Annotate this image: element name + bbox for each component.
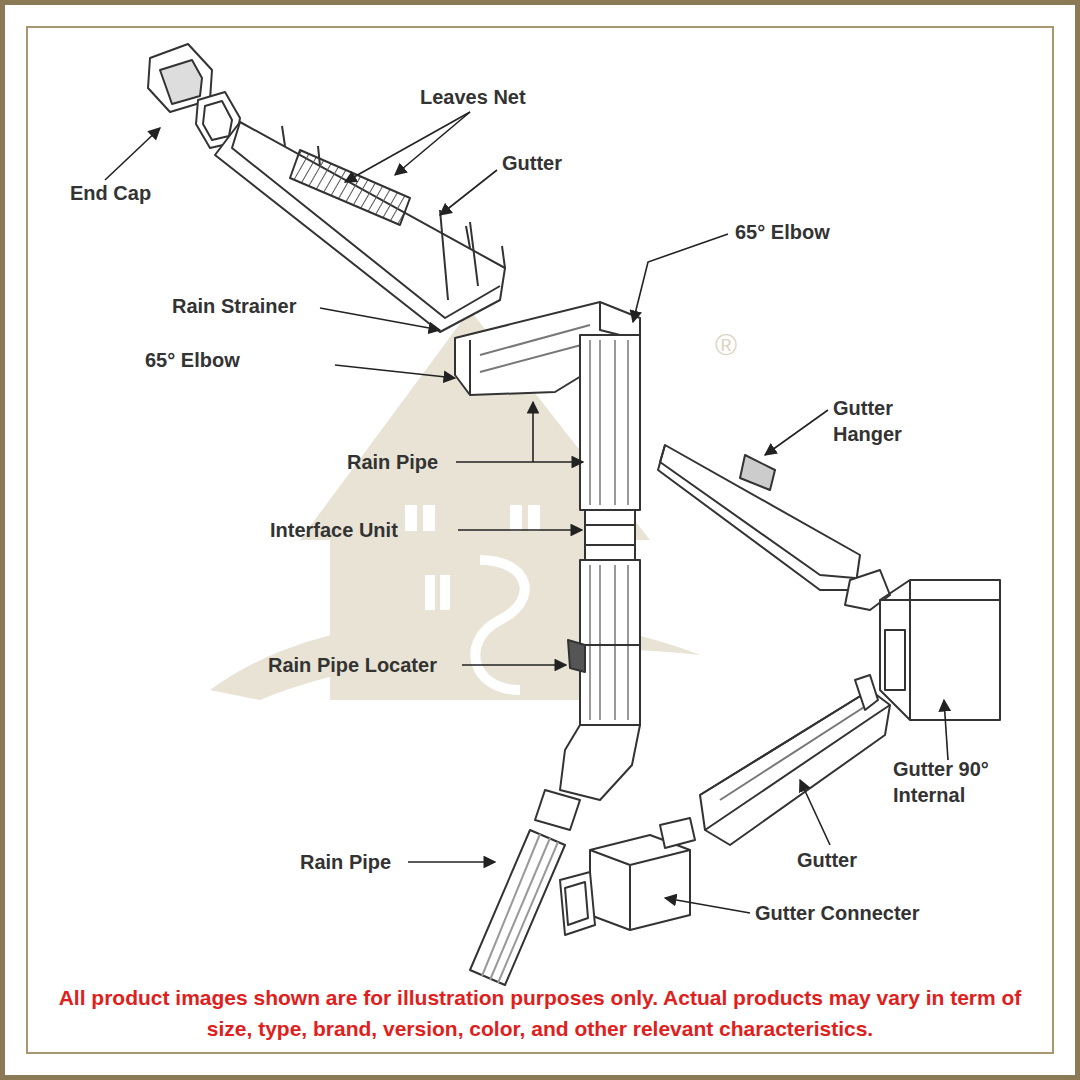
part-label: Rain Strainer [172,293,296,319]
part-label: Gutter 90° Internal [893,756,1043,808]
gutter-parts [148,44,1000,985]
part-label: Interface Unit [270,517,398,543]
disclaimer-note: All product images shown are for illustr… [40,982,1040,1044]
part-label: Rain Pipe Locater [268,652,437,678]
registered-mark: ® [715,332,737,358]
part-label: 65° Elbow [735,219,830,245]
part-label: Gutter [797,847,857,873]
part-label: Gutter Connecter [755,900,919,926]
part-label: Rain Pipe [300,849,391,875]
leader-lines [105,112,948,913]
part-label: Gutter [502,150,562,176]
part-label: End Cap [70,180,151,206]
part-label: 65° Elbow [145,347,240,373]
inner-frame [27,27,1053,1053]
outer-frame [3,3,1078,1078]
part-label: Gutter Hanger [833,395,923,447]
part-label: Leaves Net [420,84,526,110]
part-label: Rain Pipe [347,449,438,475]
